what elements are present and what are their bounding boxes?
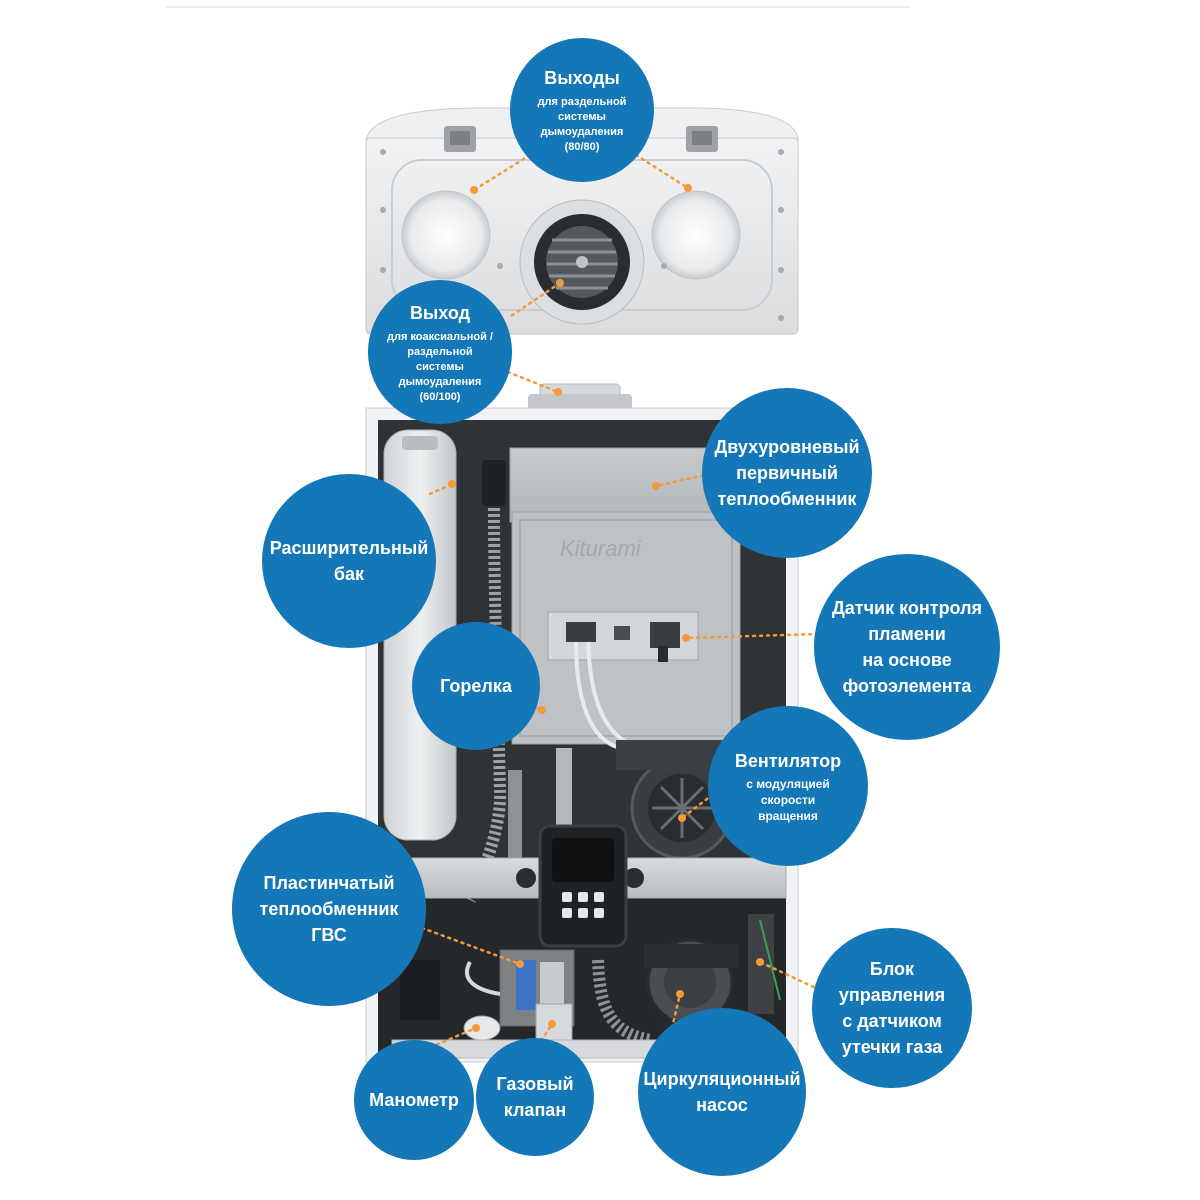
callout-control-unit: Блок управления с датчиком утечки газа bbox=[812, 928, 972, 1088]
leader-dots bbox=[448, 184, 764, 1032]
callout-manometer: Манометр bbox=[354, 1040, 474, 1160]
callout-circulation-pump-title: Циркуляционный насос bbox=[643, 1069, 801, 1115]
callout-outputs-80-80: Выходы для раздельной системы дымоудален… bbox=[510, 38, 654, 182]
callout-plate-heat-exchanger: Пластинчатый теплообменник ГВС bbox=[232, 812, 426, 1006]
callout-primary-heat-exchanger: Двухуровневый первичный теплообменник bbox=[702, 388, 872, 558]
top-divider bbox=[165, 6, 910, 8]
callout-gas-valve-title: Газовый клапан bbox=[496, 1074, 574, 1120]
callout-outputs-title: Выходы bbox=[544, 68, 620, 88]
callout-flame-sensor: Датчик контроля пламени на основе фотоэл… bbox=[814, 554, 1000, 740]
callout-control-unit-title: Блок управления с датчиком утечки газа bbox=[838, 959, 946, 1057]
callout-fan-title: Вентилятор bbox=[734, 751, 842, 771]
callout-fan-sub: с модуляцией скорости вращения bbox=[746, 777, 830, 823]
callout-output-coaxial-title: Выход bbox=[409, 302, 471, 323]
callout-expansion-tank-title: Расширительный бак bbox=[269, 538, 429, 584]
callout-expansion-tank: Расширительный бак bbox=[262, 474, 436, 648]
callout-output-coaxial: Выход для коаксиальной / раздельной сист… bbox=[368, 280, 512, 424]
callout-manometer-title: Манометр bbox=[369, 1090, 459, 1110]
callout-gas-valve: Газовый клапан bbox=[476, 1038, 594, 1156]
primary-heat-exchanger-shape bbox=[509, 447, 739, 523]
manometer-shape bbox=[463, 1015, 501, 1041]
right-flue-port bbox=[651, 190, 741, 280]
callout-burner-title: Горелка bbox=[440, 676, 512, 696]
callout-outputs-sub: для раздельной системы дымоудаления (80/… bbox=[537, 96, 627, 153]
callout-fan: Вентилятор с модуляцией скорости вращени… bbox=[708, 706, 868, 866]
callout-flame-sensor-title: Датчик контроля пламени на основе фотоэл… bbox=[831, 598, 983, 696]
brand-logo: Kiturami bbox=[560, 536, 642, 561]
callout-circulation-pump: Циркуляционный насос bbox=[638, 1008, 806, 1176]
callout-plate-heat-exchanger-title: Пластинчатый теплообменник ГВС bbox=[259, 873, 399, 945]
callout-output-coaxial-sub: для коаксиальной / раздельной системы ды… bbox=[387, 330, 493, 403]
callout-primary-heat-exchanger-title: Двухуровневый первичный теплообменник bbox=[714, 437, 860, 509]
left-flue-port bbox=[401, 190, 491, 280]
callout-burner: Горелка bbox=[412, 622, 540, 750]
